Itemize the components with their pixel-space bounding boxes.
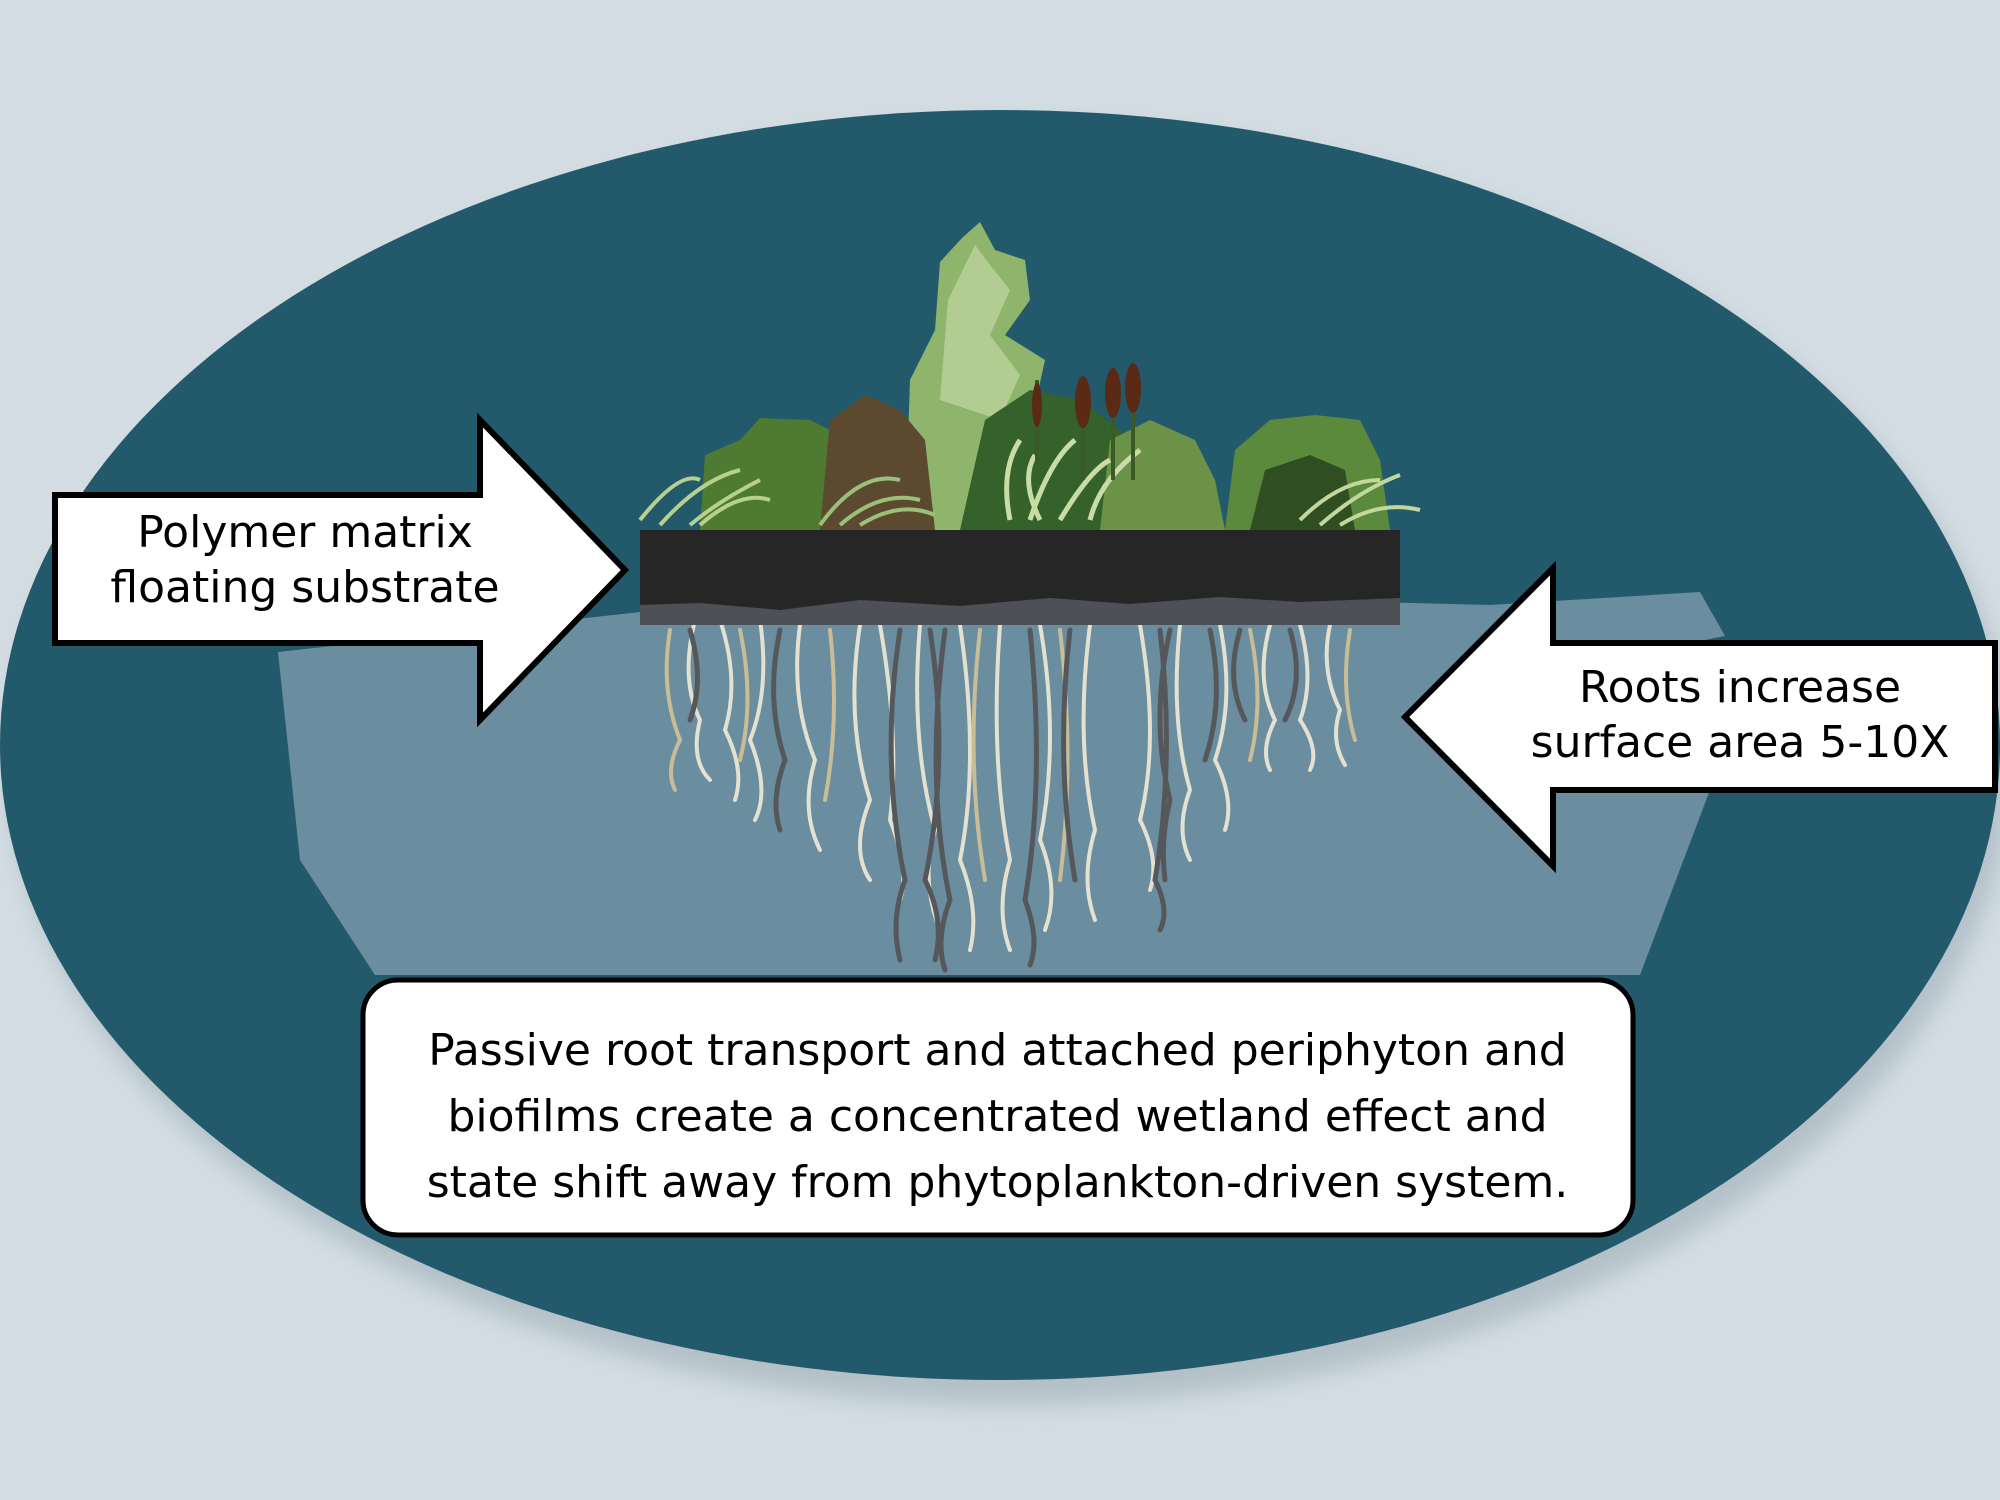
right-grass [1298, 473, 1421, 527]
right-arrow-callout [1400, 560, 1998, 874]
center-grass [1004, 438, 1142, 522]
summary-box [360, 977, 1636, 1238]
mat-top [640, 530, 1400, 610]
mat-submerged-edge [640, 597, 1400, 625]
cattail-head [1032, 383, 1042, 427]
substrate-label-line2: floating substrate [110, 562, 500, 613]
water-body [278, 592, 1725, 975]
polymer-mat [640, 530, 1400, 625]
cattail-head [1125, 363, 1141, 413]
right-bush-shadow [1250, 455, 1355, 530]
summary-line3: state shift away from phytoplankton-driv… [426, 1157, 1569, 1208]
root-system [664, 618, 1357, 973]
left-fern [818, 476, 936, 527]
summary-line2: biofilms create a concentrated wetland e… [447, 1091, 1548, 1142]
substrate-label: Polymer matrix floating substrate [55, 505, 555, 615]
roots-label-line2: surface area 5-10X [1530, 717, 1950, 768]
left-grass [638, 468, 771, 527]
tan-roots [664, 628, 1357, 882]
cattail-head [1075, 376, 1091, 428]
substrate-label-line1: Polymer matrix [137, 507, 473, 558]
summary-text: Passive root transport and attached peri… [365, 1018, 1630, 1216]
tall-shrub-highlight [940, 245, 1020, 420]
dark-roots [687, 627, 1299, 973]
roots-label: Roots increase surface area 5-10X [1480, 660, 2000, 770]
roots-label-line1: Roots increase [1578, 662, 1902, 713]
left-arrow-callout [52, 412, 630, 728]
cattail-head [1105, 368, 1121, 418]
cattails [1032, 363, 1141, 480]
summary-line1: Passive root transport and attached peri… [428, 1025, 1567, 1076]
